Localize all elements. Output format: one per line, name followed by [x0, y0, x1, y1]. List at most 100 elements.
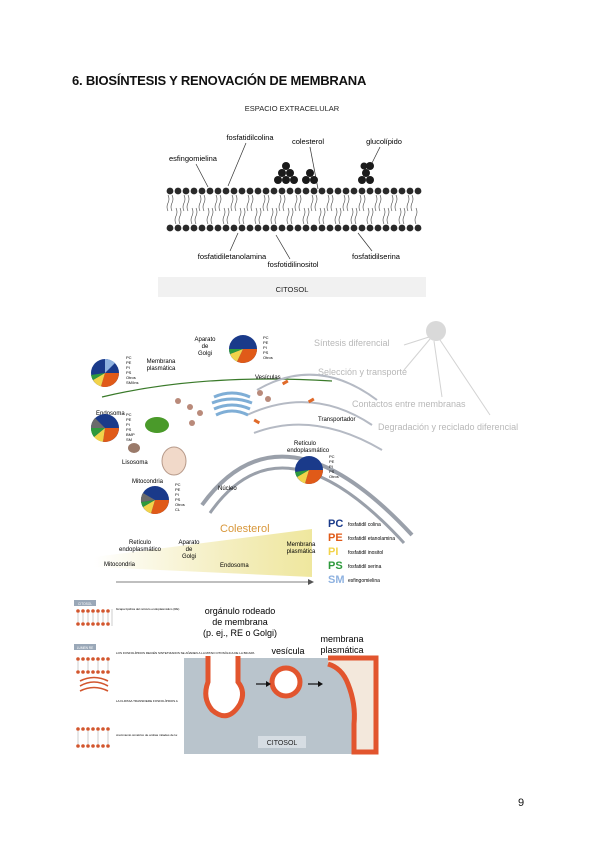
label-membrana-2: plasmática	[320, 645, 363, 655]
label-membrana-2: plasmática	[147, 366, 176, 372]
pie-e-legend-4: PS	[329, 469, 335, 474]
pie-charts: PC PE PI PS Otros SM/Ins PC PE PI PS Otr…	[90, 335, 339, 514]
pie-c-legend-5: Otros	[175, 502, 185, 507]
pie-b-legend-5: BMP	[126, 432, 135, 437]
pie-a-legend-2: PE	[126, 360, 132, 365]
endosome-shape	[145, 417, 169, 433]
pie-golgi	[229, 335, 257, 363]
label-nucleo: Núcleo	[218, 486, 237, 492]
gradient-membrana-1: Membrana	[287, 542, 316, 548]
section-heading: 6. BIOSÍNTESIS Y RENOVACIÓN DE MEMBRANA	[72, 73, 367, 88]
vesicle-transport: CITOSOL orgánulo rodeado de membrana (p.…	[178, 606, 379, 755]
pie-b-legend-6: SM	[126, 437, 132, 442]
outer-heads	[166, 187, 422, 195]
label-vesicula: vesícula	[271, 646, 304, 656]
inner-heads	[166, 224, 422, 232]
pie-e-legend-3: PI	[329, 464, 333, 469]
pie-b-legend-3: PI	[126, 422, 130, 427]
label-reticulo-1: Retículo	[294, 441, 317, 447]
gradient-golgi-1: Aparato	[178, 540, 200, 546]
pie-c-legend-3: PI	[175, 492, 179, 497]
gradient-mitocondria: Mitocondria	[104, 562, 136, 568]
label-esfingomielina: esfingomielina	[169, 154, 218, 163]
golgi-stack	[211, 391, 253, 417]
gradient-endosoma: Endosoma	[220, 563, 249, 569]
pie-d-legend-5: Otros	[263, 355, 273, 360]
pie-d-legend-1: PC	[263, 335, 269, 340]
process-seleccion: Selección y transporte	[318, 367, 407, 377]
pie-c-legend-6: CL	[175, 507, 181, 512]
pie-reticulo	[295, 456, 323, 484]
cholesterol-gradient: Colesterol Retículo endoplasmático Apara…	[94, 523, 316, 585]
legend-code-pe: PE	[328, 532, 343, 544]
pie-e-legend-1: PC	[329, 454, 335, 459]
pie-membrana	[91, 358, 119, 387]
label-fosfotidilinositol: fosfotidilinositol	[268, 260, 319, 269]
step-4: crecimiento simétrico de ambas mitades d…	[116, 733, 187, 737]
legend-code-sm: SM	[328, 574, 345, 586]
label-membrana-1: membrana	[320, 634, 363, 644]
legend-name-sm: esfingomielina	[348, 578, 380, 584]
pie-a-legend-4: PS	[126, 370, 132, 375]
cytosol-label: CITOSOL	[276, 285, 309, 294]
pie-a-legend-6: SM/Ins	[126, 380, 138, 385]
pie-endosoma	[90, 414, 119, 442]
pie-a-legend-5: Otros	[126, 375, 136, 380]
pie-e-legend-5: Otros	[329, 474, 339, 479]
process-degradacion: Degradación y reciclado diferencial	[378, 422, 518, 432]
pie-a-legend-1: PC	[126, 355, 132, 360]
label-golgi-3: Golgi	[198, 351, 212, 357]
label-mitocondria: Mitocondria	[132, 479, 164, 485]
lysosome-shape	[128, 443, 140, 453]
label-glucolipido: glucolípido	[366, 137, 402, 146]
extracellular-label: ESPACIO EXTRACELULAR	[245, 104, 340, 113]
pie-c-legend-2: PE	[175, 487, 181, 492]
label-fosfatidiletanolamina: fosfatidiletanolamina	[198, 252, 267, 261]
label-transportador: Transportador	[318, 417, 355, 423]
membrane-synthesis-figure: CITOSOL LUMEN RE bicapa lipídica del ret…	[72, 598, 382, 760]
label-endosoma: Endosoma	[96, 411, 125, 417]
label-golgi-1: Aparato	[194, 337, 216, 343]
process-sintesis: Síntesis diferencial	[314, 338, 390, 348]
label-organulo-3: (p. ej., RE o Golgi)	[203, 628, 277, 638]
cell-lipid-distribution-figure: Síntesis diferencial Selección y transpo…	[82, 315, 522, 587]
gradient-reticulo-1: Retículo	[129, 540, 152, 546]
label-fosfatidilcolina: fosfatidilcolina	[226, 133, 274, 142]
label-lisosoma: Lisosoma	[122, 460, 148, 466]
step-1: bicapa lipídica del retículo endoplasmát…	[116, 607, 179, 611]
lipid-legend: PC fosfatidil colina PE fosfatidil etano…	[328, 518, 395, 586]
gradient-membrana-2: plasmática	[287, 549, 316, 555]
step-3: LA FLIPASA TRANSFIERE FOSFOLÍPIDOS A LA …	[116, 699, 222, 703]
label-organulo-2: de membrana	[212, 617, 268, 627]
label-vesiculas: Vesículas	[255, 375, 281, 381]
page-number: 9	[518, 797, 525, 809]
gradient-reticulo-2: endoplasmático	[119, 547, 162, 553]
pie-mitocondria	[140, 486, 169, 514]
gradient-golgi-3: Golgi	[182, 554, 196, 560]
legend-name-ps: fosfatidil serina	[348, 564, 382, 570]
lipid-bilayer	[166, 162, 422, 232]
label-organulo-1: orgánulo rodeado	[205, 606, 276, 616]
pie-d-legend-3: PI	[263, 345, 267, 350]
processes-panel: Síntesis diferencial Selección y transpo…	[314, 321, 518, 432]
cholesterol-clusters	[274, 162, 374, 184]
synthesis-steps: CITOSOL LUMEN RE bicapa lipídica del ret…	[74, 600, 254, 748]
lipid-tails	[166, 194, 418, 225]
membrane-bilayer-figure: ESPACIO EXTRACELULAR CITOSOL fosfatidilc…	[158, 97, 426, 297]
legend-name-pc: fosfatidil colina	[348, 522, 381, 528]
pie-c-legend-1: PC	[175, 482, 181, 487]
process-contactos: Contactos entre membranas	[352, 399, 466, 409]
mitochondria-shape	[161, 446, 187, 476]
cell-diagram	[101, 373, 414, 545]
pie-a-legend-3: PI	[126, 365, 130, 370]
pie-b-legend-1: PC	[126, 412, 132, 417]
pie-e-legend-2: PE	[329, 459, 335, 464]
pie-d-legend-2: PE	[263, 340, 269, 345]
label-fosfatidilserina: fosfatidilserina	[352, 252, 401, 261]
legend-code-pc: PC	[328, 518, 343, 530]
pie-b-legend-2: PE	[126, 417, 132, 422]
legend-name-pe: fosfatidil etanolamina	[348, 536, 395, 542]
tag-lumen: LUMEN RE	[77, 646, 93, 650]
cholesterol-title: Colesterol	[220, 523, 270, 535]
gradient-golgi-2: de	[186, 547, 193, 553]
